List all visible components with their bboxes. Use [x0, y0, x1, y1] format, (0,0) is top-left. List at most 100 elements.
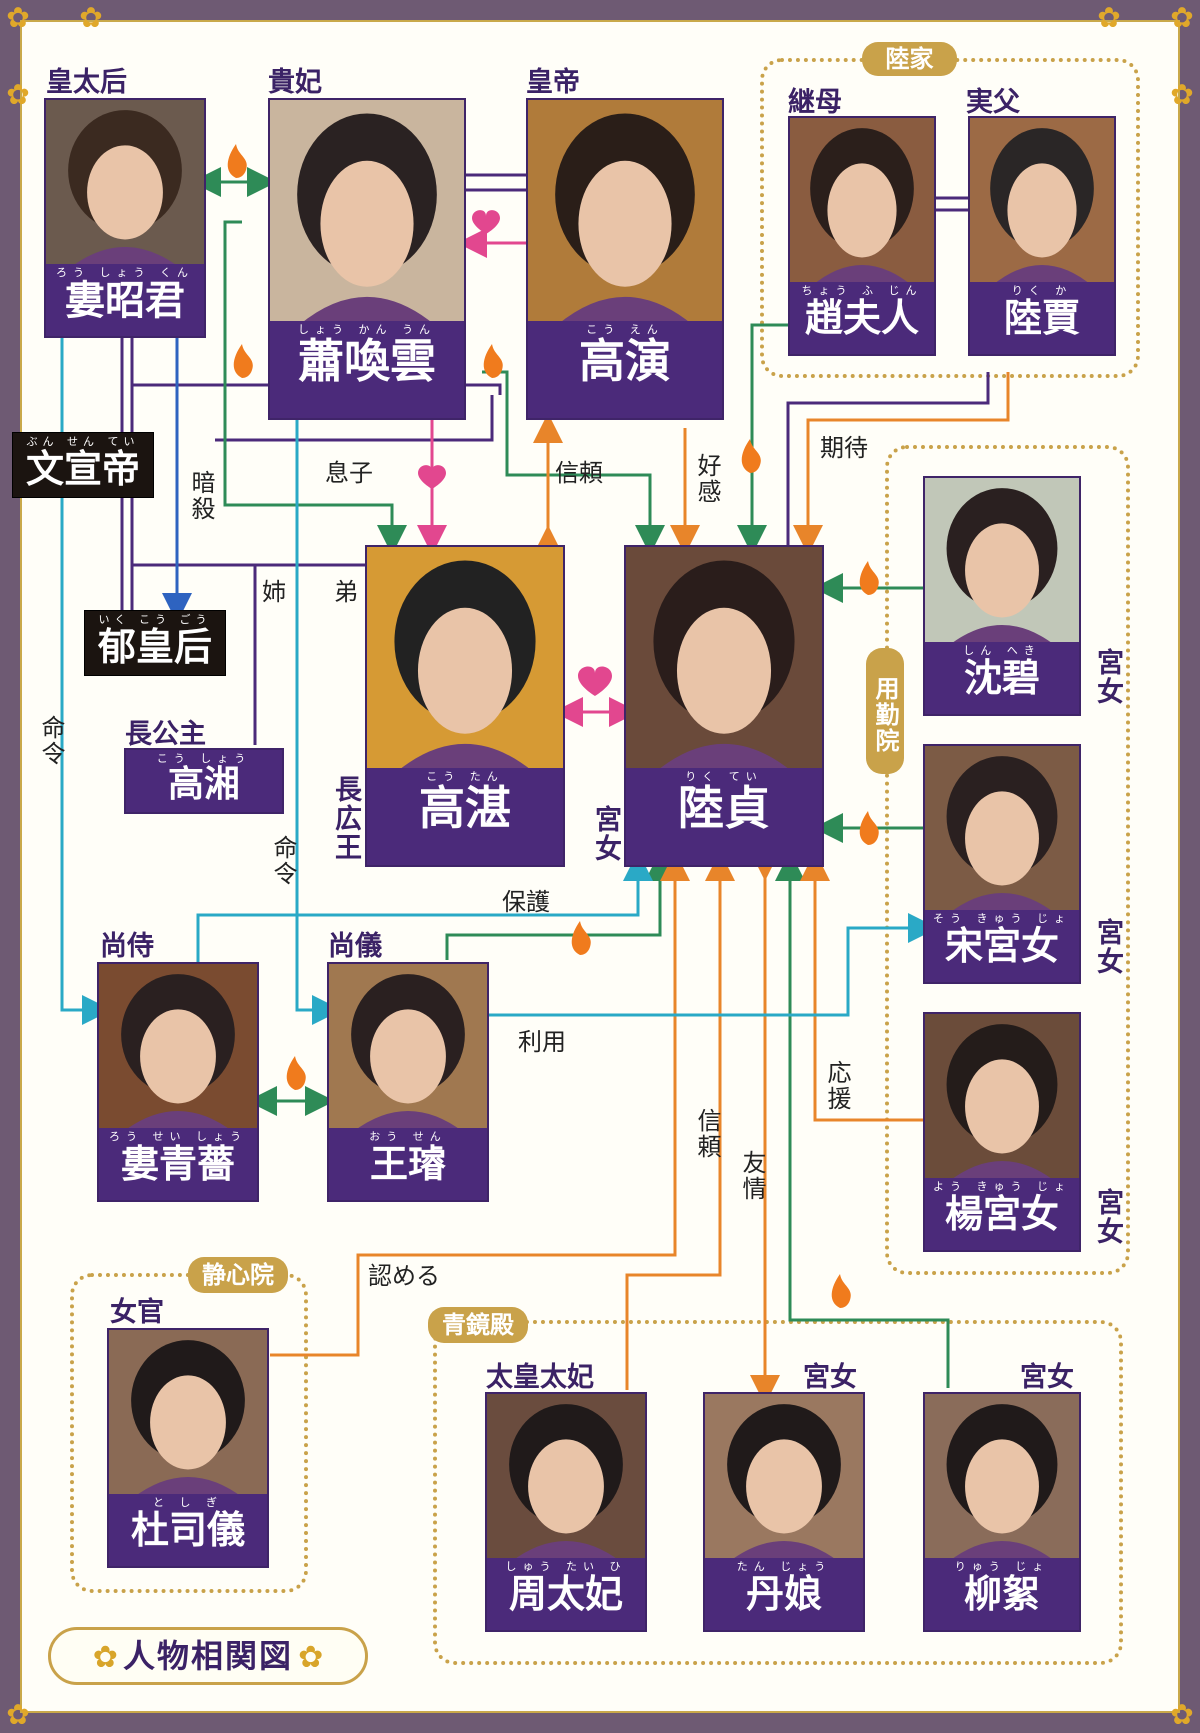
role-label: 宮女 — [1020, 1362, 1074, 1393]
character-ruby: と し ぎ — [153, 1496, 223, 1509]
group-tag-riku: 陸家 — [862, 42, 957, 76]
character-rou-shoukun[interactable]: ろう しょう くん婁昭君 — [44, 98, 206, 338]
relation-label: 姉 — [262, 578, 286, 606]
role-label: 皇帝 — [526, 67, 580, 98]
character-name: 趙夫人 — [804, 295, 919, 340]
corner-ornament-icon: ✿ — [79, 1, 103, 34]
flame-icon — [571, 921, 591, 955]
relation-label: 期待 — [820, 434, 868, 462]
character-ruby: ろう せい しょう — [109, 1130, 247, 1143]
line-command — [295, 420, 342, 1025]
character-shuu-taihi[interactable]: しゅう たい ひ周太妃 — [485, 1392, 647, 1632]
character-sou-kyujo[interactable]: そう きゅう じょ宋宮女 — [923, 744, 1081, 984]
role-label: 長広王 — [330, 775, 361, 862]
character-name: 陸賈 — [1003, 295, 1080, 340]
line-trust-2 — [625, 851, 735, 1390]
role-label: 長公主 — [125, 719, 206, 750]
character-name: 婁青薔 — [120, 1141, 235, 1186]
line-family — [465, 173, 526, 192]
role-label: 宮女 — [1092, 1188, 1123, 1246]
group-tag-youkin: 用勤院 — [866, 648, 904, 774]
heart-icon — [472, 210, 500, 234]
line-rivalry — [737, 323, 788, 555]
flame-icon — [286, 1056, 306, 1090]
character-ruby: たん じょう — [736, 1560, 832, 1573]
character-riku-tei[interactable]: りく てい陸貞 — [624, 545, 824, 867]
character-ou-sen[interactable]: おう せん王璿 — [327, 962, 489, 1202]
character-shou-kanun[interactable]: しょう かん うん蕭喚雲 — [268, 98, 466, 420]
flame-icon — [233, 344, 253, 378]
character-ruby: おう せん — [369, 1130, 447, 1143]
flame-icon — [831, 1274, 851, 1308]
character-shin-heki[interactable]: しん へき沈碧 — [923, 476, 1081, 716]
character-you-kyujo[interactable]: よう きゅう じょ楊宮女 — [923, 1012, 1081, 1252]
character-ruby: いく こう ごう — [98, 613, 212, 626]
portrait-photo — [109, 1330, 267, 1498]
role-label: 貴妃 — [268, 67, 322, 98]
portrait-photo — [790, 118, 934, 286]
role-label: 尚侍 — [100, 931, 154, 962]
relation-label: 認める — [368, 1262, 440, 1290]
relation-label: 息子 — [325, 459, 373, 487]
relation-label: 保護 — [502, 888, 550, 916]
flame-icon — [859, 561, 879, 595]
line-family — [132, 383, 502, 395]
character-ruby: よう きゅう じょ — [933, 1180, 1071, 1193]
portrait-photo — [970, 118, 1114, 286]
flame-icon — [227, 144, 247, 178]
character-name: 沈碧 — [963, 655, 1040, 700]
portrait-photo — [270, 100, 464, 325]
character-ryuu-jo[interactable]: りゅう じょ柳絮 — [923, 1392, 1081, 1632]
line-family — [215, 395, 494, 442]
character-name: 婁昭君 — [65, 277, 185, 324]
role-label: 実父 — [966, 87, 1020, 118]
role-label: 尚儀 — [328, 931, 382, 962]
heart-icon — [418, 465, 446, 489]
character-name: 王璿 — [369, 1141, 446, 1186]
character-name: 高湘 — [167, 763, 240, 805]
relation-label: 信頼 — [555, 459, 603, 487]
character-to-shigi[interactable]: と し ぎ杜司儀 — [107, 1328, 269, 1568]
line-rivalry — [775, 851, 950, 1388]
character-riku-ka[interactable]: りく か陸賈 — [968, 116, 1116, 356]
corner-ornament-icon: ✿ — [6, 1, 30, 34]
portrait-photo — [487, 1394, 645, 1562]
character-name: 周太妃 — [508, 1571, 623, 1616]
character-name: 文宣帝 — [25, 446, 140, 491]
line-support — [800, 851, 923, 1122]
flame-icons — [227, 144, 879, 1308]
line-use — [485, 913, 938, 1017]
role-label: 皇太后 — [46, 67, 127, 98]
relation-label: 命令 — [37, 715, 65, 767]
character-tan-jou[interactable]: たん じょう丹娘 — [703, 1392, 865, 1632]
portrait-photo — [626, 547, 822, 772]
diagram-title: ✿ 人物相関図 ✿ — [48, 1627, 368, 1685]
character-name: 高演 — [579, 334, 671, 388]
character-ruby: ろう しょう くん — [56, 266, 194, 279]
character-ruby: りく か — [1011, 284, 1073, 297]
character-rou-seishou[interactable]: ろう せい しょう婁青薔 — [97, 962, 259, 1202]
character-name: 陸貞 — [678, 781, 770, 835]
character-kou-tan[interactable]: こう たん高湛 — [365, 545, 565, 867]
character-bunsentei[interactable]: ぶん せん てい 文宣帝 — [12, 432, 154, 498]
character-kou-en[interactable]: こう えん高演 — [526, 98, 724, 420]
flame-icon — [859, 811, 879, 845]
character-kou-shou[interactable]: こう しょう 高湘 — [124, 748, 284, 814]
character-ruby: しゅう たい ひ — [505, 1560, 627, 1573]
relation-label: 命令 — [269, 835, 297, 887]
corner-ornament-icon: ✿ — [1170, 1, 1194, 34]
relation-label: 応援 — [823, 1060, 851, 1112]
character-iku-kougou[interactable]: いく こう ごう 郁皇后 — [84, 610, 226, 676]
character-ruby: ちょう ふ じん — [801, 284, 923, 297]
portrait-photo — [367, 547, 563, 772]
relation-label: 弟 — [334, 578, 358, 606]
group-tag-seishin: 静心院 — [188, 1257, 288, 1293]
character-chou-fujin[interactable]: ちょう ふ じん趙夫人 — [788, 116, 936, 356]
group-tag-seikyou: 青鏡殿 — [428, 1307, 528, 1343]
line-protect — [196, 851, 653, 962]
role-label: 宮女 — [1092, 918, 1123, 976]
role-label: 宮女 — [1092, 648, 1123, 706]
chrysanthemum-icon: ✿ — [298, 1640, 324, 1675]
portrait-photo — [46, 100, 204, 268]
relation-label: 友情 — [738, 1150, 766, 1202]
